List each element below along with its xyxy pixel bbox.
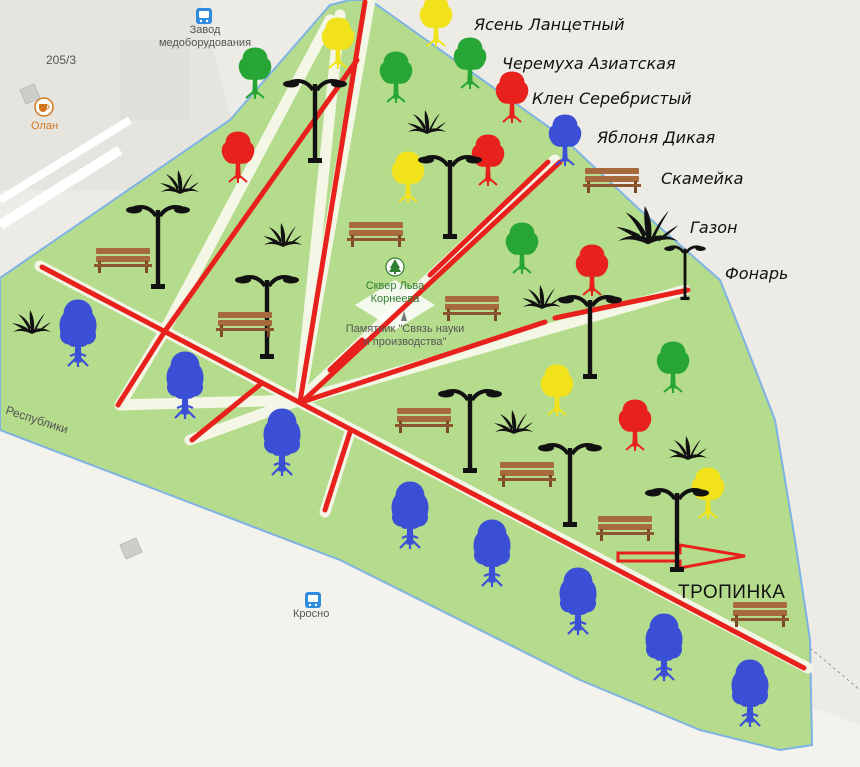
bus-stop-icon-factory [196,8,212,24]
legend-apple: Яблоня Дикая [597,128,716,147]
legend-maple: Клен Серебристый [532,89,692,108]
bus-stop-icon-krosno [305,592,321,608]
monument-icon [401,311,407,321]
legend-cherry: Черемуха Азиатская [502,54,676,73]
square-park-icon [385,257,405,277]
factory-stop-label: Завод медоборудования [158,24,252,49]
krosno-stop-label: Кросно [293,608,330,620]
legend-ash: Ясень Ланцетный [474,15,625,34]
legend-lamp: Фонарь [725,264,789,283]
building-number: 205/3 [46,53,77,67]
cafe-label: Олан [31,120,59,132]
legend-bench: Скамейка [661,169,744,188]
square-name-label: Сквер Льва Корнеева [365,280,425,305]
monument-label: Памятник "Связь науки и производства" [345,323,465,348]
legend-lawn: Газон [690,218,738,237]
cafe-icon [34,97,54,117]
path-arrow [616,543,746,570]
path-label: ТРОПИНКА [678,582,786,603]
